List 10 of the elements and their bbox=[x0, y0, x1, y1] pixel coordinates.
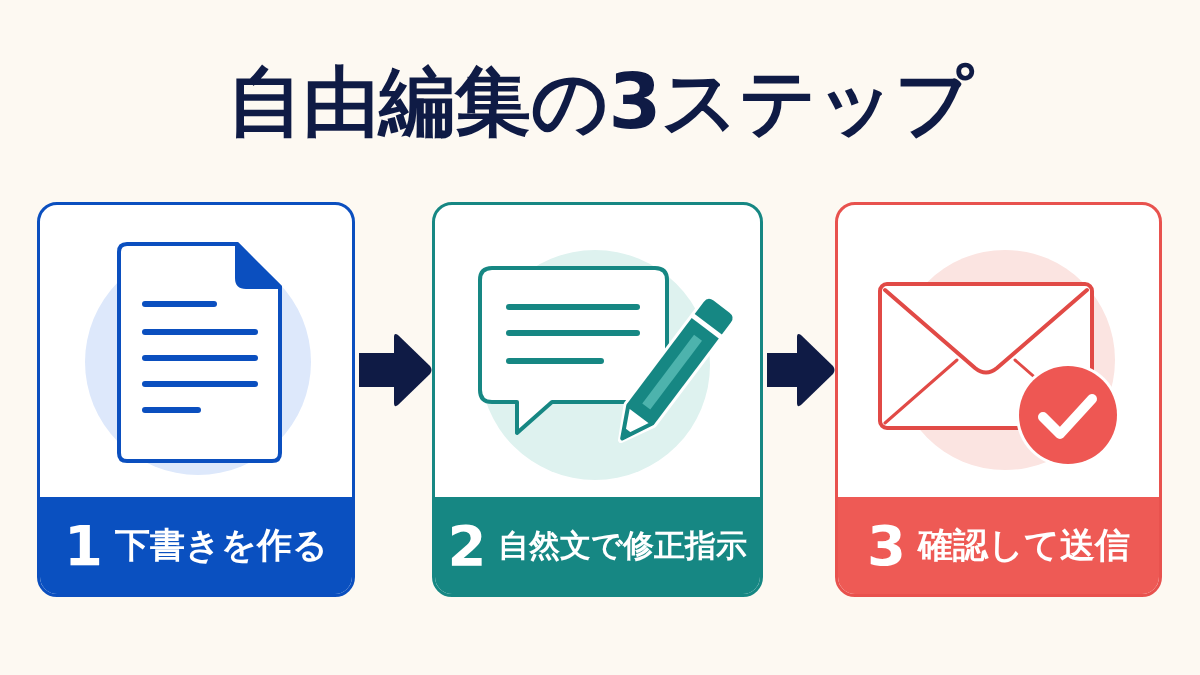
step-number: 1 bbox=[64, 517, 103, 574]
step-label: 自然文で修正指示 bbox=[498, 530, 748, 561]
step-number: 3 bbox=[867, 517, 906, 574]
step-label: 下書きを作る bbox=[115, 528, 328, 563]
step-number: 2 bbox=[447, 517, 487, 574]
step-card bbox=[37, 202, 355, 597]
title: 自由編集の3ステップ bbox=[225, 64, 976, 140]
step-label: 確認して送信 bbox=[918, 528, 1130, 563]
step-card bbox=[432, 202, 763, 597]
step-card bbox=[835, 202, 1162, 597]
